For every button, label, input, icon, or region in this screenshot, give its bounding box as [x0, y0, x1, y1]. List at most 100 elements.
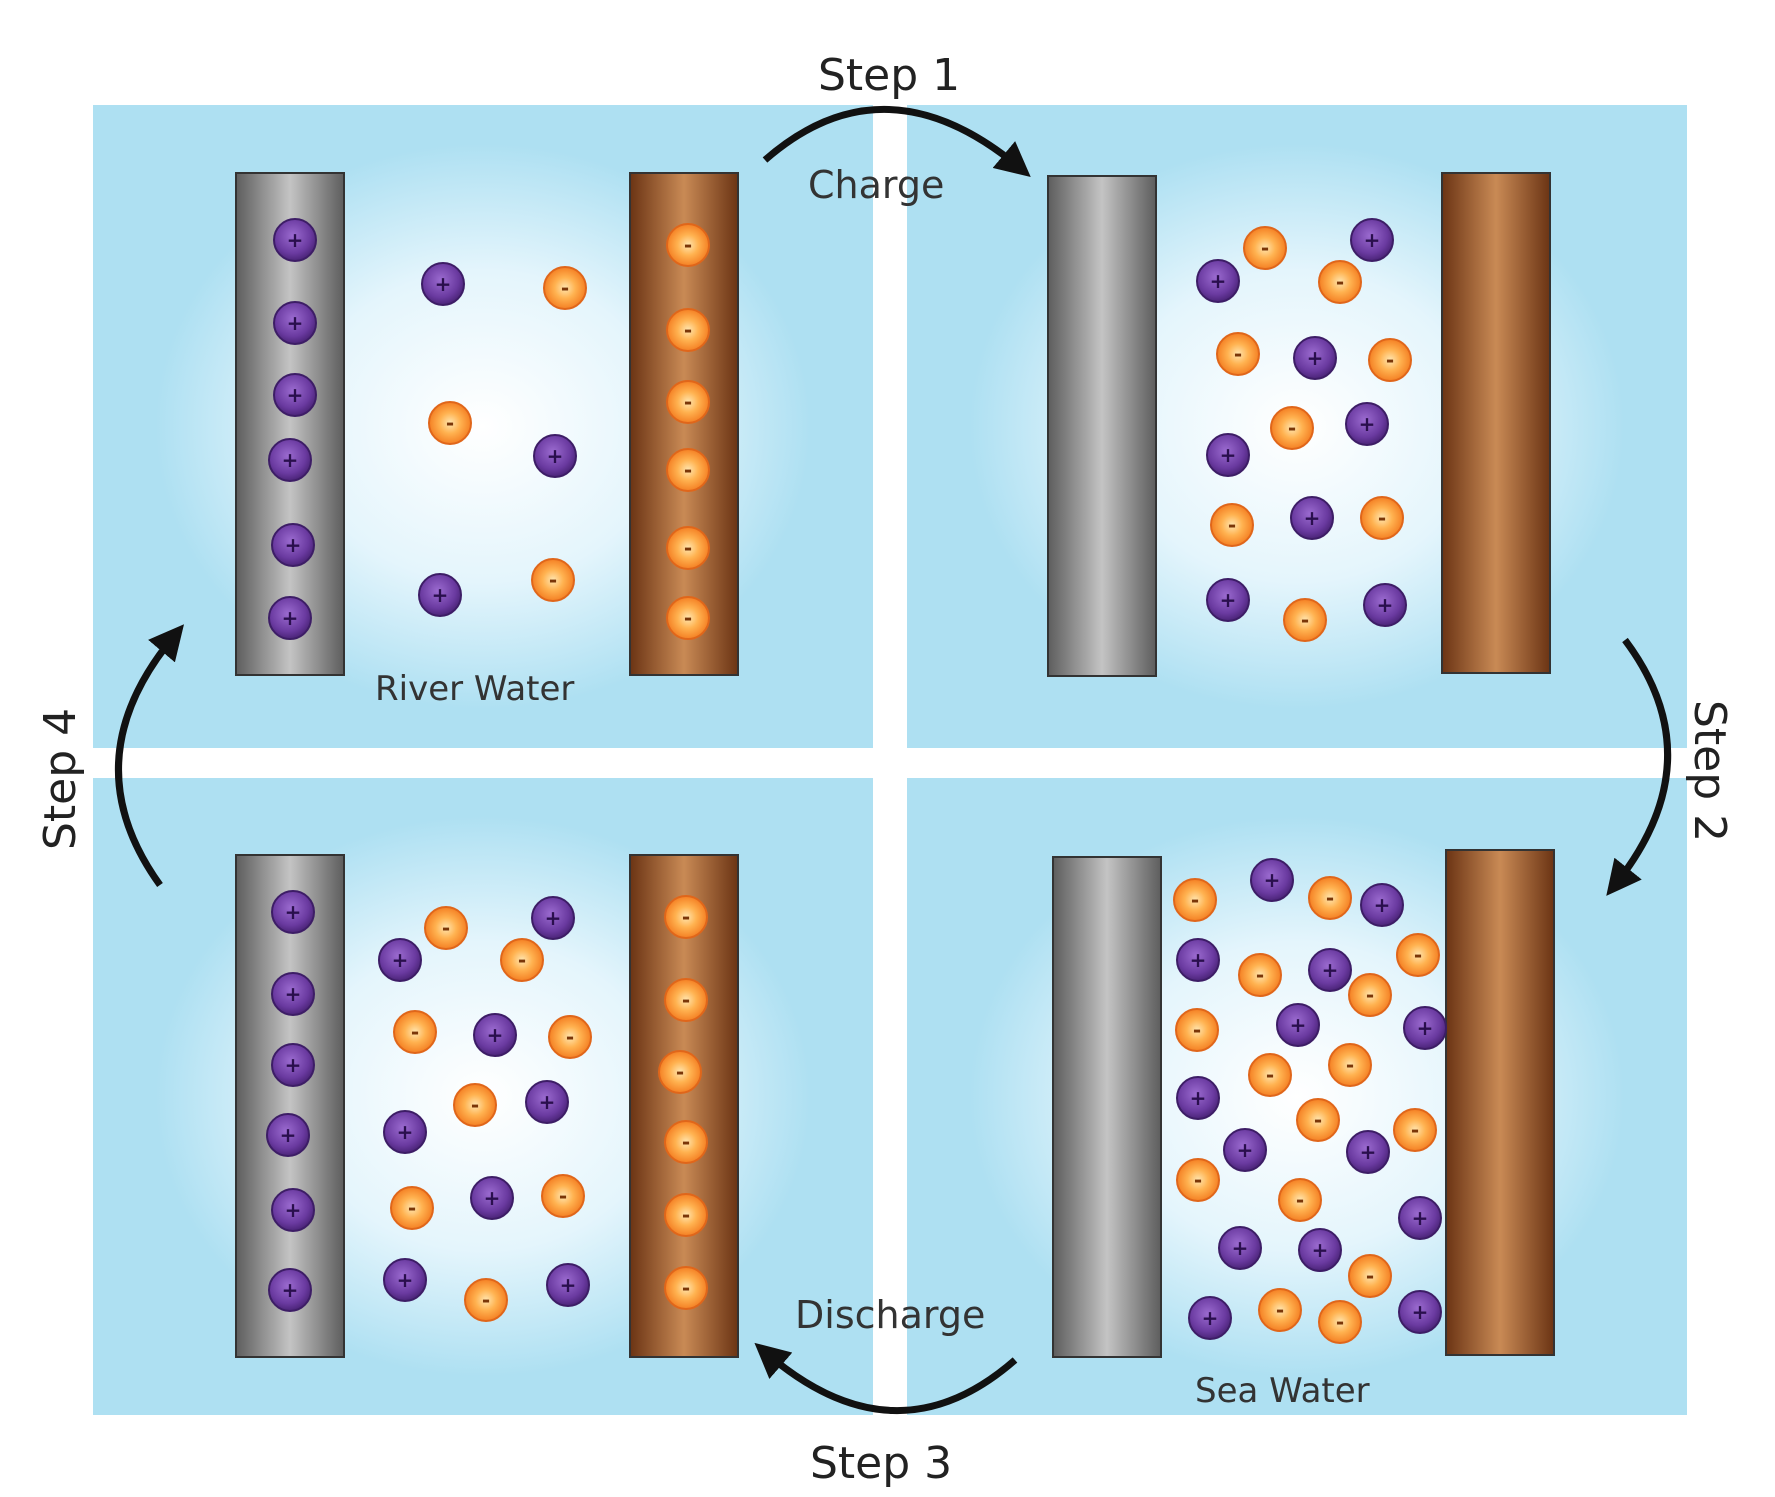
plus-sign: + — [282, 448, 299, 472]
anion-ion: - — [1270, 406, 1314, 450]
gray-electrode — [1052, 856, 1162, 1358]
anion-ion: - — [664, 1266, 708, 1310]
step2-label: Step 2 — [1684, 700, 1735, 842]
minus-sign: - — [549, 568, 557, 592]
minus-sign: - — [1288, 416, 1296, 440]
cation-ion: + — [1398, 1290, 1442, 1334]
cation-ion: + — [271, 890, 315, 934]
plus-sign: + — [1290, 1013, 1307, 1037]
anion-ion: - — [1243, 226, 1287, 270]
anion-ion: - — [1318, 1300, 1362, 1344]
cation-ion: + — [1250, 858, 1294, 902]
plus-sign: + — [1364, 228, 1381, 252]
minus-sign: - — [1346, 1053, 1354, 1077]
anion-ion: - — [664, 895, 708, 939]
minus-sign: - — [682, 905, 690, 929]
plus-sign: + — [285, 900, 302, 924]
anion-ion: - — [1348, 1254, 1392, 1298]
cation-ion: + — [1346, 1130, 1390, 1174]
anion-ion: - — [1283, 598, 1327, 642]
minus-sign: - — [682, 1276, 690, 1300]
cation-ion: + — [421, 262, 465, 306]
plus-sign: + — [287, 311, 304, 335]
minus-sign: - — [559, 1184, 567, 1208]
minus-sign: - — [1414, 943, 1422, 967]
minus-sign: - — [1276, 1298, 1284, 1322]
cation-ion: + — [1176, 938, 1220, 982]
plus-sign: + — [280, 1123, 297, 1147]
anion-ion: - — [666, 223, 710, 267]
cation-ion: + — [383, 1110, 427, 1154]
anion-ion: - — [666, 448, 710, 492]
minus-sign: - — [682, 988, 690, 1012]
anion-ion: - — [424, 906, 468, 950]
cation-ion: + — [1308, 948, 1352, 992]
plus-sign: + — [1412, 1206, 1429, 1230]
plus-sign: + — [1210, 269, 1227, 293]
anion-ion: - — [543, 266, 587, 310]
cation-ion: + — [1350, 218, 1394, 262]
anion-ion: - — [1396, 933, 1440, 977]
cation-ion: + — [1398, 1196, 1442, 1240]
minus-sign: - — [1194, 1168, 1202, 1192]
cation-ion: + — [1290, 496, 1334, 540]
anion-ion: - — [1173, 878, 1217, 922]
plus-sign: + — [1304, 506, 1321, 530]
plus-sign: + — [1417, 1016, 1434, 1040]
cation-ion: + — [1298, 1228, 1342, 1272]
gray-electrode — [1047, 175, 1157, 677]
cation-ion: + — [546, 1263, 590, 1307]
river-water-label: River Water — [375, 669, 574, 709]
plus-sign: + — [1190, 948, 1207, 972]
anion-ion: - — [1360, 496, 1404, 540]
minus-sign: - — [1256, 963, 1264, 987]
minus-sign: - — [411, 1020, 419, 1044]
plus-sign: + — [545, 906, 562, 930]
minus-sign: - — [684, 536, 692, 560]
cation-ion: + — [1345, 402, 1389, 446]
anion-ion: - — [1258, 1288, 1302, 1332]
anion-ion: - — [531, 558, 575, 602]
cation-ion: + — [268, 438, 312, 482]
anion-ion: - — [1238, 953, 1282, 997]
cation-ion: + — [1360, 883, 1404, 927]
anion-ion: - — [428, 401, 472, 445]
cation-ion: + — [418, 573, 462, 617]
cation-ion: + — [1363, 583, 1407, 627]
plus-sign: + — [1190, 1086, 1207, 1110]
minus-sign: - — [1366, 1264, 1374, 1288]
cation-ion: + — [1223, 1128, 1267, 1172]
step2-arrow — [1606, 637, 1672, 896]
minus-sign: - — [561, 276, 569, 300]
step3-label: Step 3 — [810, 1438, 952, 1489]
plus-sign: + — [1232, 1236, 1249, 1260]
minus-sign: - — [684, 233, 692, 257]
minus-sign: - — [482, 1288, 490, 1312]
anion-ion: - — [1175, 1008, 1219, 1052]
cation-ion: + — [271, 1043, 315, 1087]
minus-sign: - — [1386, 348, 1394, 372]
plus-sign: + — [1360, 1140, 1377, 1164]
minus-sign: - — [1314, 1108, 1322, 1132]
cation-ion: + — [470, 1176, 514, 1220]
anion-ion: - — [393, 1010, 437, 1054]
anion-ion: - — [666, 526, 710, 570]
plus-sign: + — [285, 533, 302, 557]
plus-sign: + — [1322, 958, 1339, 982]
minus-sign: - — [1193, 1018, 1201, 1042]
minus-sign: - — [1366, 983, 1374, 1007]
plus-sign: + — [285, 1053, 302, 1077]
plus-sign: + — [560, 1273, 577, 1297]
cation-ion: + — [271, 1188, 315, 1232]
step4-arrow — [115, 624, 184, 888]
cation-ion: + — [1176, 1076, 1220, 1120]
anion-ion: - — [500, 938, 544, 982]
cation-ion: + — [273, 373, 317, 417]
ions-layer: ++++++------+--++--++--+--++-+-+-+-+-++-… — [266, 218, 1447, 1344]
anion-ion: - — [1278, 1178, 1322, 1222]
plus-sign: + — [1220, 443, 1237, 467]
cation-ion: + — [271, 523, 315, 567]
cation-ion: + — [1293, 336, 1337, 380]
brown-electrode — [1441, 172, 1551, 674]
cation-ion: + — [273, 218, 317, 262]
